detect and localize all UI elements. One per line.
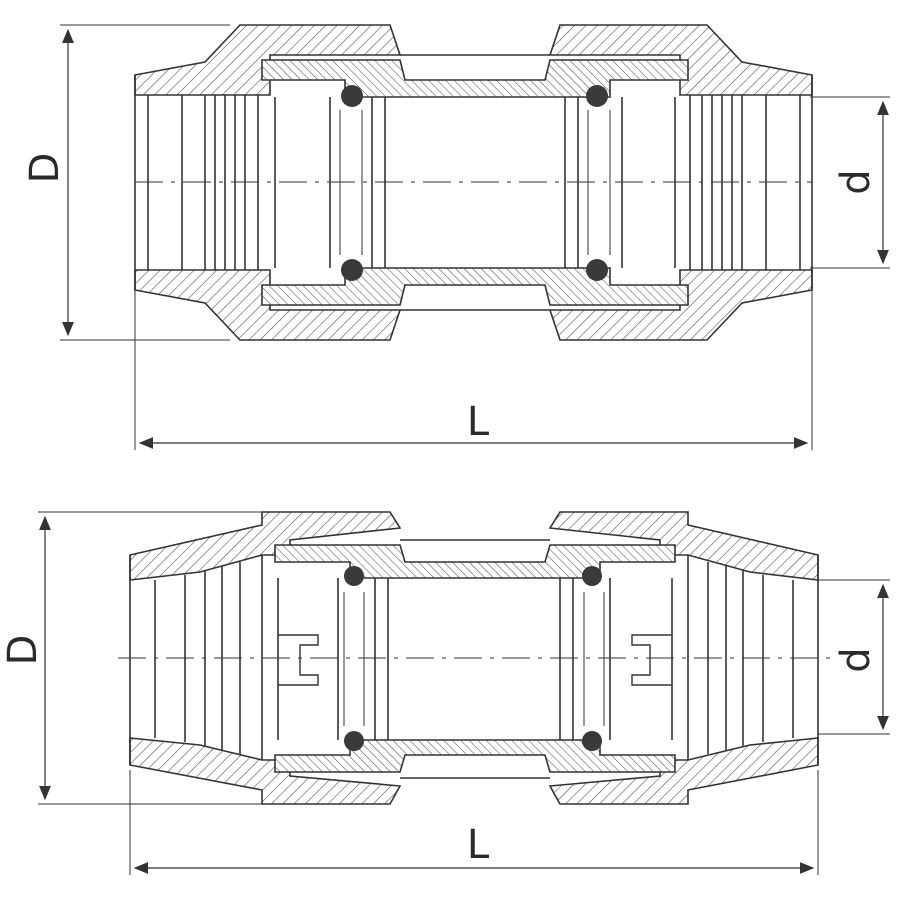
top-dimension-d-outer xyxy=(60,24,230,341)
bottom-dimension-d-inner xyxy=(818,579,890,735)
bottom-right-grip-clip xyxy=(631,634,672,686)
bottom-o-ring-seals xyxy=(344,566,602,751)
top-coupling-drawing xyxy=(60,24,890,450)
top-label-inner-diameter: d xyxy=(833,169,879,194)
bottom-dimension-d-outer xyxy=(38,511,262,805)
top-dimension-d-inner xyxy=(810,96,890,269)
top-label-outer-diameter: D xyxy=(22,153,68,184)
top-label-length: L xyxy=(467,399,490,445)
top-o-ring-seals xyxy=(341,85,608,281)
top-coupling-body xyxy=(261,54,689,311)
bottom-dimension-length xyxy=(129,770,819,875)
bottom-seal-upper-right xyxy=(582,566,602,586)
bottom-coupling-body xyxy=(274,539,676,779)
bottom-grip-clips xyxy=(278,634,672,686)
top-dimension-length xyxy=(134,290,813,450)
top-seal-lower-left xyxy=(341,259,363,281)
bottom-label-outer-diameter: D xyxy=(0,635,46,666)
bottom-seal-upper-left xyxy=(344,566,364,586)
top-seal-lower-right xyxy=(586,259,608,281)
bottom-label-length: L xyxy=(467,822,490,868)
bottom-left-grip-clip xyxy=(278,634,319,686)
bottom-coupling-drawing xyxy=(38,511,890,875)
bottom-seal-lower-right xyxy=(582,731,602,751)
bottom-seal-lower-left xyxy=(344,731,364,751)
top-seal-upper-right xyxy=(586,85,608,107)
top-seal-upper-left xyxy=(341,85,363,107)
bottom-label-inner-diameter: d xyxy=(833,647,879,672)
